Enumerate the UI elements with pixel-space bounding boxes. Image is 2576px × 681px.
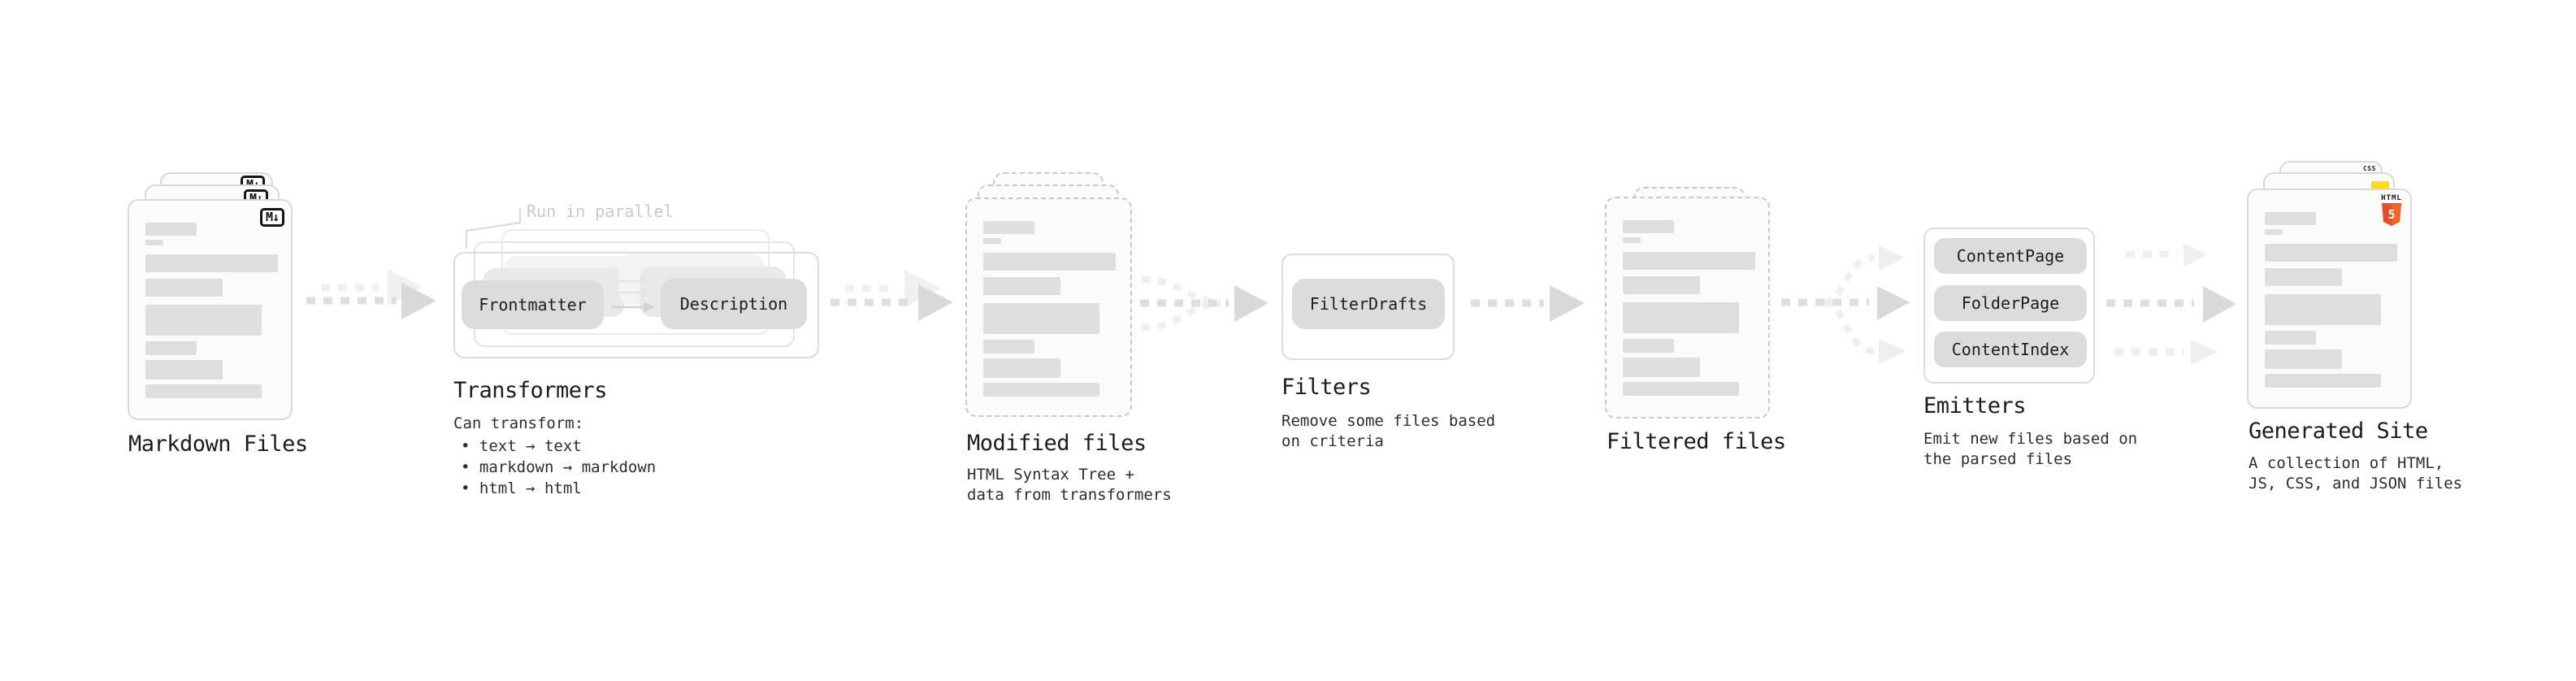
doc-placeholder-lines: [145, 223, 278, 398]
doc-line: [1623, 276, 1700, 294]
doc-line: [983, 303, 1099, 334]
transformers-frame-front: [453, 252, 819, 358]
arrow-emitters-to-generated: [2106, 243, 2236, 365]
doc-line: [2265, 374, 2381, 388]
modified-files-label: Modified files: [967, 431, 1147, 456]
css3-icon-text: CSS: [2363, 165, 2376, 172]
doc-line: [1623, 252, 1755, 270]
contentpage-node-label: ContentPage: [1956, 246, 2065, 266]
doc-line: [145, 360, 223, 380]
filters-label: Filters: [1281, 375, 1372, 400]
transformers-bullet-list: text → text markdown → markdown html → h…: [461, 436, 656, 499]
generated-site-desc: A collection of HTML, JS, CSS, and JSON …: [2249, 454, 2463, 492]
doc-line: [2265, 349, 2342, 369]
doc-line: [1623, 358, 1700, 377]
filterdrafts-node: FilterDrafts: [1292, 279, 1445, 329]
modified-files-stack: [965, 172, 1132, 417]
modified-files-desc: HTML Syntax Tree + data from transformer…: [967, 466, 1172, 504]
doc-line: [2265, 229, 2283, 235]
doc-line: [983, 221, 1034, 234]
folderpage-node-label: FolderPage: [1961, 293, 2060, 313]
transformers-label: Transformers: [453, 378, 608, 403]
doc-line: [1623, 302, 1739, 333]
run-in-parallel-note: Run in parallel: [527, 202, 674, 221]
css3-icon: CSS: [2363, 166, 2376, 172]
frontmatter-node: Frontmatter: [462, 280, 604, 329]
doc-line: [145, 223, 197, 236]
description-node: Description: [661, 279, 807, 329]
description-node-label: Description: [679, 294, 788, 314]
frontmatter-node-label: Frontmatter: [479, 295, 587, 314]
doc-placeholder-lines: [1623, 220, 1755, 396]
doc-line: [2265, 294, 2381, 325]
doc-line: [145, 384, 262, 398]
doc-line: [1623, 237, 1641, 243]
contentindex-node: ContentIndex: [1934, 332, 2087, 367]
doc-line: [1623, 382, 1739, 396]
html5-icon-text: HTML: [2381, 194, 2402, 202]
transform-bullet: text → text: [461, 436, 656, 457]
svg-text:5: 5: [2387, 207, 2395, 222]
doc-line: [983, 238, 1001, 244]
doc-line: [983, 358, 1060, 378]
generated-site-label: Generated Site: [2249, 419, 2428, 444]
emitters-label: Emitters: [1923, 393, 2027, 419]
markdown-files-stack: M↓ M↓ M↓: [128, 172, 293, 420]
javascript-icon: [2371, 181, 2389, 190]
doc-card-front: [1605, 197, 1770, 419]
filtered-files-label: Filtered files: [1607, 429, 1786, 454]
doc-card-front: [965, 197, 1132, 417]
generated-site-stack: CSS HTML 5: [2247, 161, 2412, 409]
doc-line: [145, 240, 163, 245]
arrow-filtered-to-emitters-fanout: [1781, 245, 1910, 364]
doc-line: [2265, 268, 2342, 286]
arrow-transformers-to-modified: [830, 270, 953, 321]
doc-line: [145, 279, 223, 297]
doc-line: [145, 305, 262, 336]
filters-desc: Remove some files based on criteria: [1281, 412, 1496, 450]
doc-line: [2265, 331, 2316, 345]
doc-line: [1623, 339, 1674, 353]
arrow-filters-to-filtered: [1471, 285, 1585, 322]
html5-icon: HTML 5: [2378, 194, 2405, 226]
doc-card-front: HTML 5: [2247, 189, 2412, 409]
doc-line: [983, 277, 1060, 295]
arrow-markdown-to-transformers: [306, 269, 436, 319]
emitters-desc: Emit new files based on the parsed files: [1923, 430, 2138, 468]
doc-line: [983, 340, 1034, 354]
doc-line: [983, 383, 1099, 397]
filtered-files-stack: [1605, 187, 1770, 419]
transform-bullet: markdown → markdown: [461, 457, 656, 478]
folderpage-node: FolderPage: [1934, 285, 2087, 321]
doc-card-front: M↓: [128, 199, 293, 420]
arrow-modified-to-filters-merge: [1140, 276, 1268, 331]
doc-line: [145, 341, 197, 355]
contentindex-node-label: ContentIndex: [1951, 340, 2070, 359]
doc-line: [983, 253, 1116, 271]
markdown-icon: M↓: [259, 208, 284, 227]
doc-line: [145, 254, 278, 272]
transform-bullet: html → html: [461, 478, 656, 499]
filterdrafts-node-label: FilterDrafts: [1309, 294, 1428, 314]
doc-line: [1623, 220, 1674, 233]
transformers-desc-title: Can transform:: [453, 414, 584, 432]
markdown-files-label: Markdown Files: [128, 432, 308, 457]
doc-line: [2265, 212, 2316, 225]
contentpage-node: ContentPage: [1934, 238, 2087, 274]
doc-placeholder-lines: [2265, 212, 2397, 388]
doc-placeholder-lines: [983, 221, 1116, 397]
doc-line: [2265, 244, 2397, 262]
